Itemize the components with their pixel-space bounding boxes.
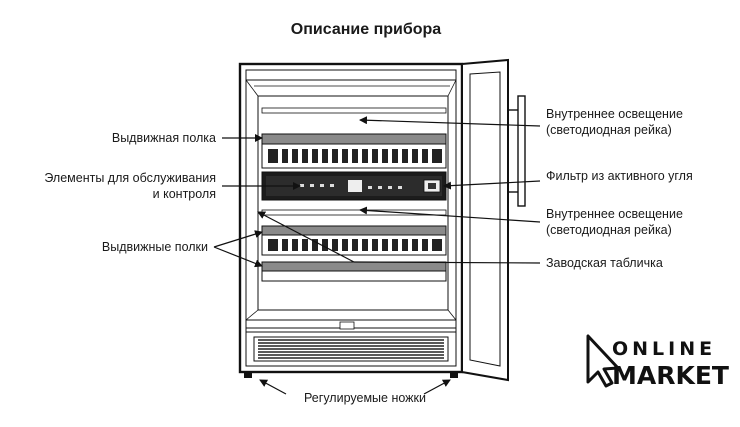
- foot-right: [450, 372, 458, 378]
- label-sliding-shelves: Выдвижные полки: [102, 240, 208, 254]
- top-led-strip: [261, 107, 447, 114]
- label-rating-plate: Заводская табличка: [546, 256, 663, 270]
- label-light-top-line2: (светодиодная рейка): [546, 123, 672, 137]
- label-light-mid-line2: (светодиодная рейка): [546, 223, 672, 237]
- online-market-logo: ONLINE MARKET: [586, 334, 729, 390]
- label-light-top-line1: Внутреннее освещение: [546, 107, 683, 121]
- rating-plate: [339, 321, 355, 330]
- base-section: [244, 321, 458, 378]
- sliding-shelf-middle: [261, 225, 447, 256]
- label-controls-line2: и контроля: [153, 187, 216, 201]
- sliding-shelf-top: [261, 133, 447, 169]
- cabinet: [238, 62, 464, 374]
- label-adjustable-feet: Регулируемые ножки: [304, 391, 426, 405]
- glass-door: [461, 58, 526, 382]
- label-light-mid-line1: Внутреннее освещение: [546, 207, 683, 221]
- pointer-lines: [213, 116, 541, 395]
- logo-line1: ONLINE: [612, 338, 716, 360]
- label-sliding-shelf: Выдвижная полка: [112, 131, 216, 145]
- label-controls-line1: Элементы для обслуживания: [44, 171, 216, 185]
- sliding-shelf-bottom: [261, 261, 447, 282]
- door-handle: [517, 95, 526, 207]
- page-title: Описание прибора: [291, 21, 441, 38]
- cursor-arrow-icon: [586, 334, 620, 388]
- foot-left: [244, 372, 252, 378]
- label-carbon-filter: Фильтр из активного угля: [546, 169, 693, 183]
- logo-line2: MARKET: [612, 361, 729, 390]
